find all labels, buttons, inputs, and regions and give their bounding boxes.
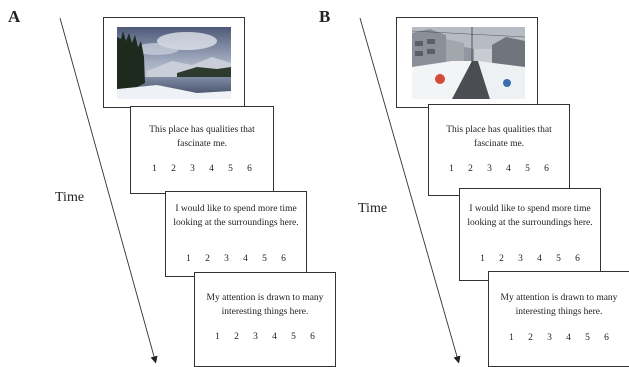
rating-scale: 1 2 3 4 5 6 xyxy=(131,163,273,177)
photo-frame-b xyxy=(396,17,538,108)
scale-option[interactable]: 1 xyxy=(186,254,191,264)
statement-text: My attention is drawn to many interestin… xyxy=(206,293,324,317)
panel-label-a: A xyxy=(8,7,21,26)
scale-option[interactable]: 6 xyxy=(604,333,609,343)
scale-option[interactable]: 5 xyxy=(525,164,530,174)
statement-text: This place has qualities that fascinate … xyxy=(149,125,255,149)
rating-scale: 1 2 3 4 5 6 xyxy=(166,253,306,267)
scale-option[interactable]: 2 xyxy=(499,254,504,264)
scale-option[interactable]: 5 xyxy=(585,333,590,343)
scale-option[interactable]: 4 xyxy=(566,333,571,343)
scale-option[interactable]: 5 xyxy=(262,254,267,264)
scale-option[interactable]: 1 xyxy=(449,164,454,174)
time-arrow-b xyxy=(359,17,461,364)
scale-option[interactable]: 6 xyxy=(281,254,286,264)
scale-option[interactable]: 3 xyxy=(518,254,523,264)
scale-option[interactable]: 2 xyxy=(205,254,210,264)
scale-option[interactable]: 3 xyxy=(253,332,258,342)
rating-card-3-b: My attention is drawn to many interestin… xyxy=(488,271,629,367)
statement-text: This place has qualities that fascinate … xyxy=(446,125,552,149)
scale-option[interactable]: 5 xyxy=(228,164,233,174)
statement-text: I would like to spend more time looking … xyxy=(173,204,299,228)
scale-option[interactable]: 5 xyxy=(556,254,561,264)
scale-option[interactable]: 1 xyxy=(480,254,485,264)
rating-card-1-a: This place has qualities that fascinate … xyxy=(130,106,274,194)
scale-option[interactable]: 2 xyxy=(234,332,239,342)
scale-option[interactable]: 3 xyxy=(487,164,492,174)
rating-scale: 1 2 3 4 5 6 xyxy=(460,253,600,267)
rating-scale: 1 2 3 4 5 6 xyxy=(489,332,629,346)
time-arrow-a xyxy=(59,17,158,364)
scale-option[interactable]: 4 xyxy=(272,332,277,342)
scale-option[interactable]: 4 xyxy=(537,254,542,264)
rating-card-3-a: My attention is drawn to many interestin… xyxy=(194,272,336,367)
scale-option[interactable]: 3 xyxy=(547,333,552,343)
time-label-a: Time xyxy=(55,190,85,205)
rating-card-2-b: I would like to spend more time looking … xyxy=(459,188,601,281)
rating-card-2-a: I would like to spend more time looking … xyxy=(165,191,307,277)
panel-b: B Time xyxy=(315,0,629,367)
statement-text: I would like to spend more time looking … xyxy=(467,204,593,228)
scale-option[interactable]: 4 xyxy=(209,164,214,174)
scale-option[interactable]: 2 xyxy=(528,333,533,343)
landscape-photo xyxy=(117,27,231,99)
panel-a: A Time xyxy=(0,0,336,367)
rating-card-1-b: This place has qualities that fascinate … xyxy=(428,104,570,196)
panel-label-b: B xyxy=(319,7,331,26)
scale-option[interactable]: 2 xyxy=(468,164,473,174)
statement-text: My attention is drawn to many interestin… xyxy=(500,293,618,317)
scale-option[interactable]: 5 xyxy=(291,332,296,342)
scale-option[interactable]: 2 xyxy=(171,164,176,174)
scale-option[interactable]: 6 xyxy=(544,164,549,174)
scale-option[interactable]: 4 xyxy=(506,164,511,174)
scale-option[interactable]: 6 xyxy=(575,254,580,264)
scale-option[interactable]: 3 xyxy=(224,254,229,264)
scale-option[interactable]: 6 xyxy=(310,332,315,342)
rating-scale: 1 2 3 4 5 6 xyxy=(429,163,569,177)
scale-option[interactable]: 1 xyxy=(509,333,514,343)
scale-option[interactable]: 1 xyxy=(215,332,220,342)
time-label-b: Time xyxy=(358,201,388,216)
scale-option[interactable]: 1 xyxy=(152,164,157,174)
scale-option[interactable]: 3 xyxy=(190,164,195,174)
rating-scale: 1 2 3 4 5 6 xyxy=(195,331,335,345)
photo-frame-a xyxy=(103,17,245,108)
scale-option[interactable]: 6 xyxy=(247,164,252,174)
street-photo xyxy=(412,27,525,99)
scale-option[interactable]: 4 xyxy=(243,254,248,264)
